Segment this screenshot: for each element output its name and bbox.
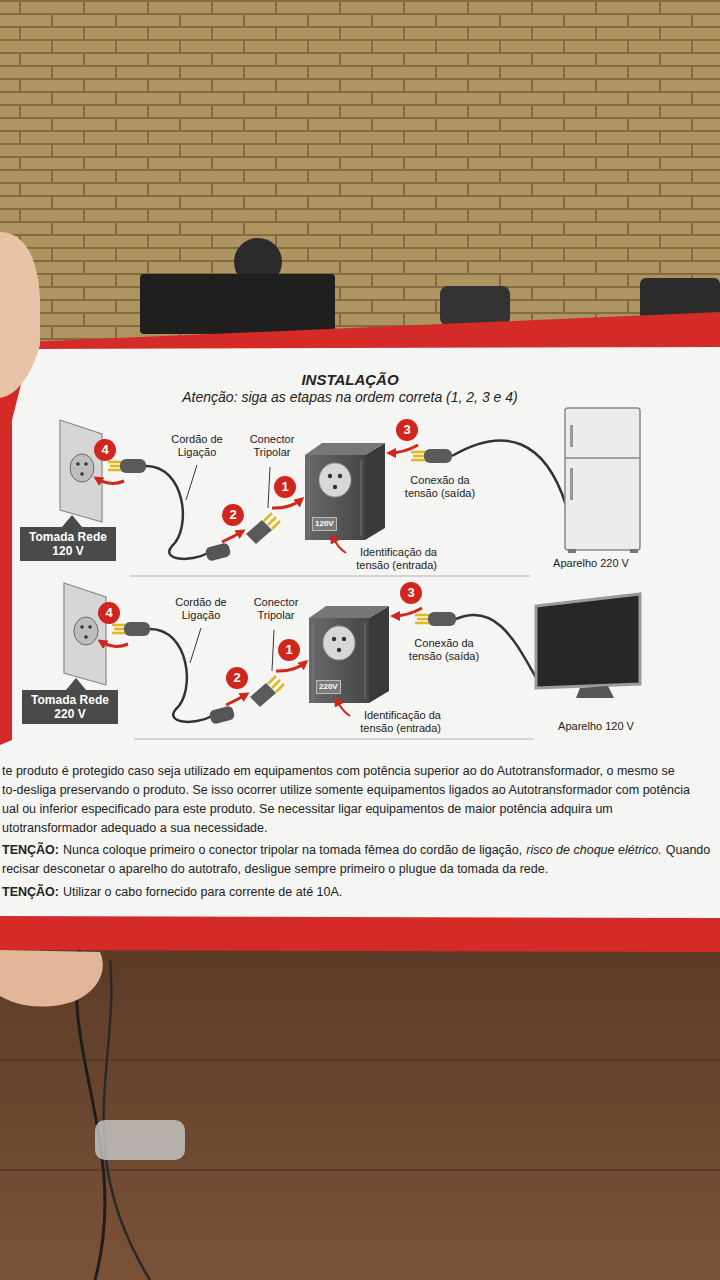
notice-heading: TENÇÃO:	[2, 843, 59, 857]
part-label: Conector Tripolar	[237, 433, 307, 459]
voltage-sticker: 120V	[312, 517, 337, 531]
part-label: Aparelho 220 V	[536, 557, 646, 570]
notice-text: ual ou inferior especificado para este p…	[2, 802, 613, 817]
part-label: Conexão da tensão (saída)	[395, 474, 485, 500]
diagram-title: INSTALAÇÃO	[200, 371, 500, 388]
step-number: 1	[278, 639, 300, 661]
node-text: 2	[222, 504, 244, 526]
node-text: 120V	[315, 519, 334, 529]
notice-line: TENÇÃO: Nunca coloque primeiro o conector…	[2, 843, 714, 857]
notice-text: Utilizar o cabo fornecido para corrente …	[63, 885, 342, 899]
notice-text: to-desliga preservando o produto. Se iss…	[2, 783, 690, 798]
node-text: 1	[278, 639, 300, 661]
part-label: Cordão de Ligação	[161, 596, 241, 622]
notice-text: te produto é protegido caso seja utiliza…	[2, 764, 675, 779]
node-text: 1	[274, 476, 296, 498]
notice-text: risco de choque elétrico.	[526, 843, 662, 857]
voltage-sticker: 220V	[316, 680, 341, 694]
step-number: 3	[400, 582, 422, 604]
step-number: 1	[274, 476, 296, 498]
part-label: Conector Tripolar	[241, 596, 311, 622]
node-text: 3	[400, 582, 422, 604]
step-number: 2	[226, 667, 248, 689]
node-text: Tomada Rede 220 V	[26, 693, 114, 721]
part-label: Aparelho 120 V	[541, 720, 651, 733]
notice-heading: TENÇÃO:	[2, 885, 59, 899]
part-label: Cordão de Ligação	[157, 433, 237, 459]
part-label: Conexão da tensão (saída)	[399, 637, 489, 663]
notice-text: utotransformador adequado a sua necessid…	[2, 821, 267, 836]
outlet-label: Tomada Rede 220 V	[22, 690, 118, 724]
notice-text: recisar desconetar o aparelho do autotra…	[2, 862, 548, 877]
part-label: Atenção: siga as etapas na ordem correta…	[120, 389, 580, 406]
notice-line: TENÇÃO: Utilizar o cabo fornecido para co…	[2, 885, 346, 899]
node-text: 2	[226, 667, 248, 689]
notice-text: Nunca coloque primeiro o conector tripol…	[63, 843, 522, 857]
part-label: Identificação da tensão (entrada)	[341, 709, 441, 735]
step-number: 4	[94, 439, 116, 461]
node-text: 3	[396, 419, 418, 441]
step-number: 3	[396, 419, 418, 441]
node-text: 4	[94, 439, 116, 461]
step-number: 4	[98, 602, 120, 624]
node-text: 220V	[319, 682, 338, 692]
part-label: Identificação da tensão (entrada)	[337, 546, 437, 572]
outlet-label: Tomada Rede 120 V	[20, 527, 116, 561]
notice-text: Quando	[666, 843, 710, 857]
step-number: 2	[222, 504, 244, 526]
node-text: Tomada Rede 120 V	[24, 530, 112, 558]
node-text: 4	[98, 602, 120, 624]
